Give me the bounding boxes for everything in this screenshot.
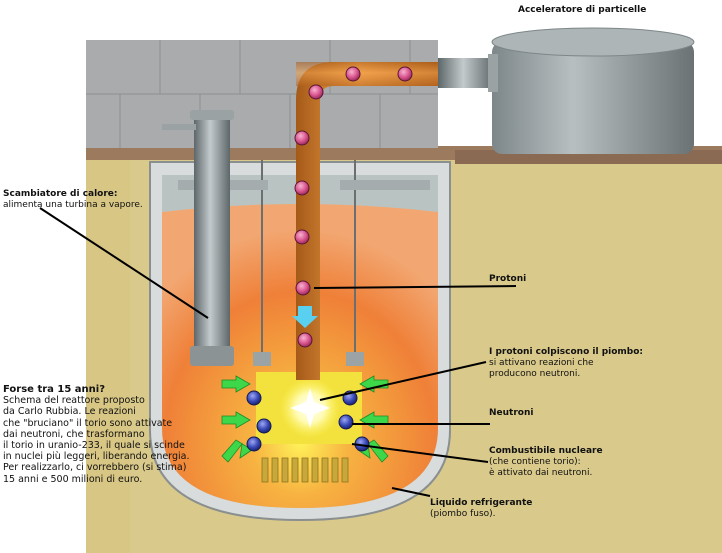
proton	[294, 180, 310, 196]
proton	[345, 66, 361, 82]
proton	[295, 280, 311, 296]
label-heat-exchanger-title: Scambiatore di calore:	[3, 189, 118, 199]
label-accelerator: Acceleratore di particelle	[518, 5, 646, 16]
label-protons-hit: I protoni colpiscono il piombo: si attiv…	[489, 347, 643, 380]
heat-exchanger-arm	[162, 124, 196, 130]
label-neutrons-text: Neutroni	[489, 408, 534, 418]
caption-line: 15 anni e 500 milioni di euro.	[3, 473, 143, 485]
label-protons-hit-desc-2: producono neutroni.	[489, 369, 581, 379]
accelerator-top	[491, 27, 695, 57]
protons	[294, 66, 413, 348]
neutrons	[246, 390, 370, 452]
caption-line: in nuclei più leggeri, liberando energia…	[3, 451, 190, 463]
rod-clamp-right	[346, 352, 364, 366]
proton	[294, 229, 310, 245]
neutron	[246, 436, 262, 452]
heat-exchanger	[194, 112, 230, 362]
proton	[297, 332, 313, 348]
caption-note: Forse tra 15 anni? Schema del reattore p…	[3, 384, 190, 485]
crossbar-right	[340, 180, 430, 190]
heat-exchanger-cap	[190, 110, 234, 120]
proton	[308, 84, 324, 100]
proton	[397, 66, 413, 82]
neutron	[246, 390, 262, 406]
neutron	[338, 414, 354, 430]
caption-line: che "bruciano" il torio sono attivate	[3, 417, 173, 429]
label-accelerator-text: Acceleratore di particelle	[518, 5, 647, 15]
label-coolant: Liquido refrigerante (piombo fuso).	[430, 498, 532, 520]
label-fuel: Combustibile nucleare (che contiene tori…	[489, 446, 603, 479]
label-protons-hit-desc-1: si attivano reazioni che	[489, 358, 594, 368]
accelerator-connector	[438, 58, 494, 88]
caption-title: Forse tra 15 anni?	[3, 384, 105, 395]
label-protons-hit-title: I protoni colpiscono il piombo:	[489, 347, 644, 357]
label-protons: Protoni	[489, 274, 526, 285]
heat-exchanger-base	[190, 346, 234, 366]
label-protons-text: Protoni	[489, 274, 527, 284]
rod-clamp-left	[253, 352, 271, 366]
soil-left	[86, 155, 130, 553]
leader-lines	[39, 207, 517, 497]
label-heat-exchanger-desc: alimenta una turbina a vapore.	[3, 200, 143, 210]
caption-line: Schema del reattore proposto	[3, 395, 145, 407]
label-neutrons: Neutroni	[489, 408, 533, 419]
accelerator-flange	[488, 54, 498, 92]
proton	[294, 130, 310, 146]
label-fuel-desc-1: (che contiene torio):	[489, 457, 581, 467]
label-coolant-title: Liquido refrigerante	[430, 498, 533, 508]
label-fuel-desc-2: è attivato dai neutroni.	[489, 468, 593, 478]
caption-line: il torio in uranio-233, il quale si scin…	[3, 440, 185, 452]
accelerator-tank	[492, 42, 694, 154]
label-heat-exchanger: Scambiatore di calore: alimenta una turb…	[3, 189, 143, 211]
label-coolant-desc: (piombo fuso).	[430, 509, 496, 519]
caption-line: Per realizzarlo, ci vorrebbero (si stima…	[3, 462, 187, 474]
beam-arrow	[292, 306, 318, 328]
caption-line: da Carlo Rubbia. Le reazioni	[3, 406, 136, 418]
neutron	[256, 418, 272, 434]
label-fuel-title: Combustibile nucleare	[489, 446, 603, 456]
caption-line: dai neutroni, che trasformano	[3, 428, 145, 440]
